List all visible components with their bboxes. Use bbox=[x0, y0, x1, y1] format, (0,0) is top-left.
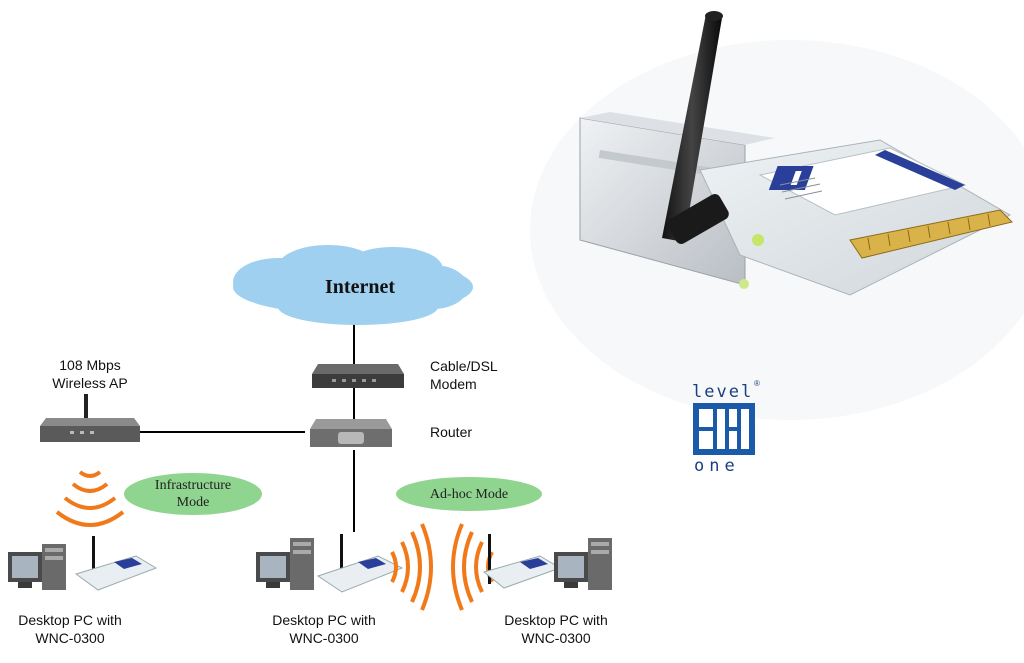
logo-bottom-text: one bbox=[694, 456, 740, 476]
logo-top-text: level bbox=[692, 382, 754, 402]
pcb-board bbox=[699, 139, 1013, 296]
adhoc-mode-bubble: Ad-hoc Mode bbox=[396, 477, 542, 511]
pc-caption: Desktop PC with WNC-0300 bbox=[272, 612, 376, 646]
antenna bbox=[662, 11, 729, 244]
led-light bbox=[752, 234, 764, 246]
router-device bbox=[310, 419, 392, 447]
pc-caption: Desktop PC with WNC-0300 bbox=[504, 612, 608, 646]
card-logo-mark bbox=[768, 166, 814, 190]
pc-caption: Desktop PC with WNC-0300 bbox=[18, 612, 122, 646]
wireless-ap-device bbox=[40, 394, 140, 442]
router-label: Router bbox=[430, 424, 473, 440]
levelone-logo: level ® one bbox=[692, 379, 762, 476]
desktop-pc-icon bbox=[8, 536, 158, 591]
modem-label: Cable/DSL Modem bbox=[430, 358, 498, 392]
internet-cloud bbox=[233, 245, 473, 325]
infrastructure-mode-bubble: Infrastructure Mode bbox=[124, 473, 262, 515]
led-light bbox=[739, 279, 749, 289]
modem-device bbox=[312, 364, 404, 388]
ap-label: 108 Mbps Wireless AP bbox=[52, 357, 128, 391]
registered-mark: ® bbox=[754, 379, 760, 388]
desktop-pc-icon bbox=[256, 534, 404, 593]
adhoc-signal-waves-left bbox=[451, 523, 494, 611]
adhoc-signal-waves-right bbox=[390, 523, 433, 611]
ap-signal-waves bbox=[55, 470, 125, 527]
desktop-pc-icon bbox=[482, 534, 612, 590]
internet-label: Internet bbox=[325, 276, 395, 298]
logo-mark-icon bbox=[693, 403, 755, 455]
